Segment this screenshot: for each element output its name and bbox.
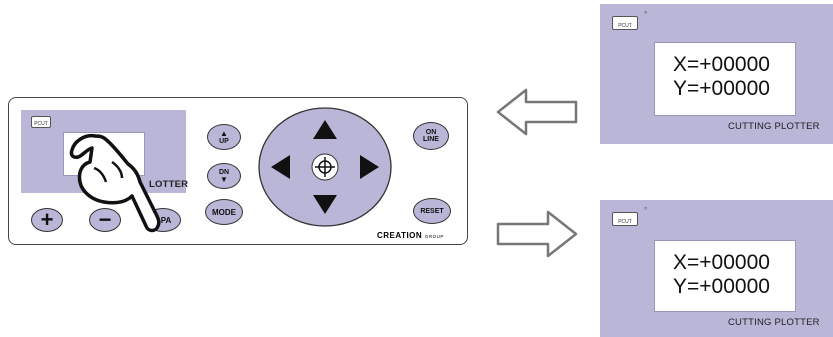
on-line-button[interactable]: ON LINE	[413, 122, 449, 150]
left-direction-button[interactable]	[271, 155, 290, 179]
brand-label: CREATION GROUP	[377, 231, 444, 240]
logo-mark: °	[644, 10, 648, 19]
display-logo: PCUT	[612, 16, 638, 30]
display-screen: X=+00000 Y=+00000	[654, 240, 796, 312]
display-preview-bottom: PCUT ° X=+00000 Y=+00000 CUTTING PLOTTER	[600, 200, 833, 337]
display-logo: PCUT	[612, 212, 638, 226]
arrow-left-icon	[496, 88, 578, 136]
logo-mark: °	[644, 206, 648, 215]
hand-pointer-icon	[69, 133, 161, 233]
plus-button[interactable]: +	[31, 207, 63, 232]
down-arrow-icon: ▼	[220, 174, 228, 184]
down-direction-button[interactable]	[313, 195, 337, 214]
up-direction-button[interactable]	[313, 120, 337, 139]
up-arrow-icon: ▲	[220, 128, 228, 138]
mode-button[interactable]: MODE	[205, 199, 243, 225]
cutting-plotter-label: CUTTING PLOTTER	[728, 121, 820, 132]
y-coordinate: Y=+00000	[673, 275, 770, 298]
arrow-right-icon	[496, 210, 578, 258]
panel-plotter-label: LOTTER	[149, 179, 189, 190]
panel-logo: PCUT	[31, 116, 51, 128]
cutting-plotter-label: CUTTING PLOTTER	[728, 317, 820, 328]
right-direction-button[interactable]	[360, 155, 379, 179]
up-button[interactable]: ▲ UP	[207, 124, 241, 150]
x-coordinate: X=+00000	[673, 53, 770, 76]
display-screen: X=+00000 Y=+00000	[654, 42, 796, 116]
crosshair-icon[interactable]	[311, 153, 339, 181]
minus-button[interactable]: −	[89, 207, 121, 232]
display-preview-top: PCUT ° X=+00000 Y=+00000 CUTTING PLOTTER	[600, 4, 833, 144]
reset-button[interactable]: RESET	[413, 198, 451, 224]
direction-pad	[258, 107, 392, 227]
dn-button[interactable]: DN ▼	[207, 163, 241, 189]
x-coordinate: X=+00000	[673, 251, 770, 274]
y-coordinate: Y=+00000	[673, 77, 770, 100]
